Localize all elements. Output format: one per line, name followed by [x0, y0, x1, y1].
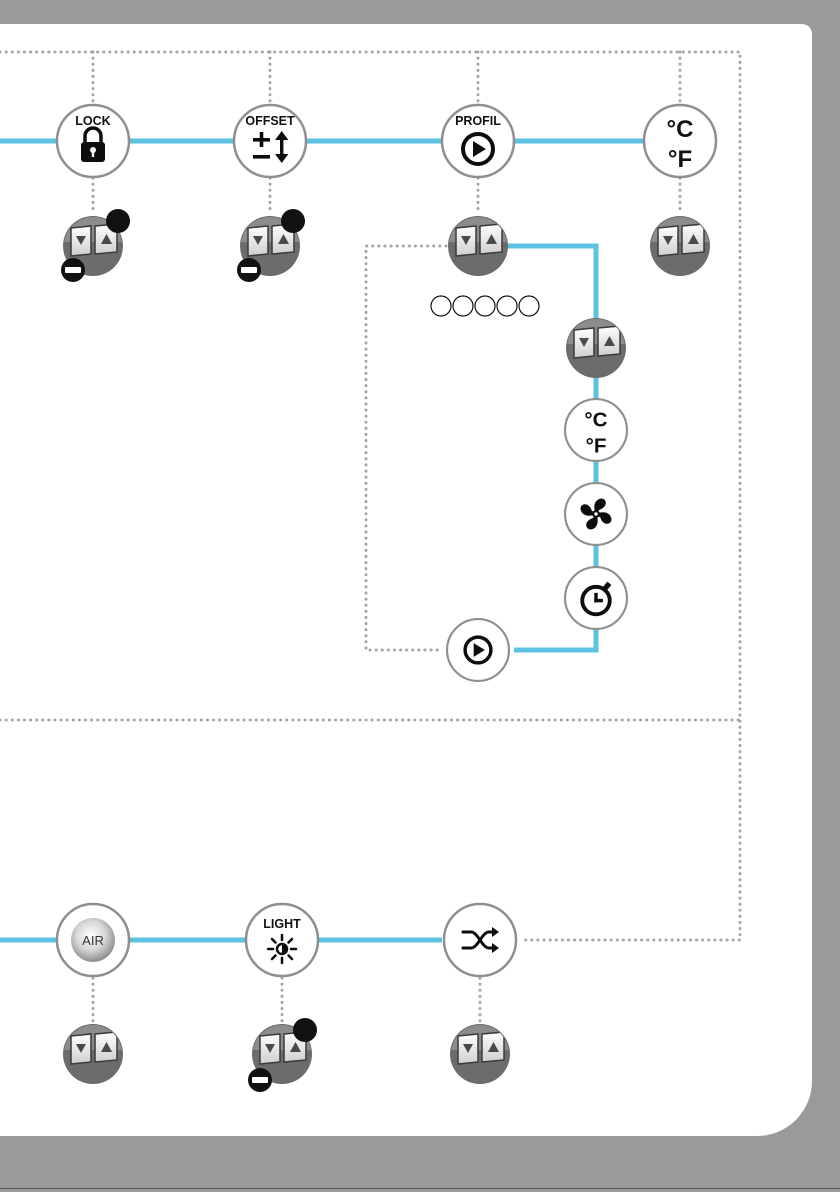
profil-label: PROFIL: [455, 114, 501, 128]
offset-minus-badge: [237, 258, 261, 282]
profile-slots: [431, 296, 539, 316]
units-node[interactable]: °C °F: [644, 105, 716, 177]
air-node[interactable]: AIR: [57, 904, 129, 976]
dotted-connectors: [0, 52, 740, 1024]
profile-units-node[interactable]: °C °F: [565, 399, 627, 461]
offset-node[interactable]: OFFSET: [234, 105, 306, 177]
profile-play-node[interactable]: [447, 619, 509, 681]
profile-units-fahrenheit: °F: [586, 434, 607, 457]
units-updown-keys[interactable]: [640, 206, 720, 276]
shuffle-updown-keys[interactable]: [440, 1014, 520, 1084]
light-plus-badge: [293, 1018, 317, 1042]
shuffle-node[interactable]: [444, 904, 516, 976]
light-label: LIGHT: [263, 917, 301, 931]
light-node[interactable]: LIGHT: [246, 904, 318, 976]
profile-units-celsius: °C: [584, 409, 607, 432]
profile-fan-node[interactable]: [565, 483, 627, 545]
offset-label: OFFSET: [245, 114, 295, 128]
profile-timer-node[interactable]: [565, 567, 627, 629]
profile-slot: [475, 296, 495, 316]
brightness-icon: [268, 935, 296, 963]
offset-plus-badge: [281, 209, 305, 233]
lock-plus-badge: [106, 209, 130, 233]
lock-node[interactable]: LOCK: [57, 105, 129, 177]
units-celsius: °C: [667, 116, 694, 143]
profile-updown-keys[interactable]: [556, 308, 636, 378]
profile-slot: [497, 296, 517, 316]
air-label: AIR: [82, 933, 104, 948]
profil-updown-keys[interactable]: [438, 206, 518, 276]
profile-slot: [431, 296, 451, 316]
lock-minus-badge: [61, 258, 85, 282]
lock-label: LOCK: [75, 114, 110, 128]
profil-node[interactable]: PROFIL: [442, 105, 514, 177]
air-updown-keys[interactable]: [53, 1014, 133, 1084]
light-minus-badge: [248, 1068, 272, 1092]
units-fahrenheit: °F: [668, 146, 692, 173]
profile-slot: [453, 296, 473, 316]
profile-slot: [519, 296, 539, 316]
